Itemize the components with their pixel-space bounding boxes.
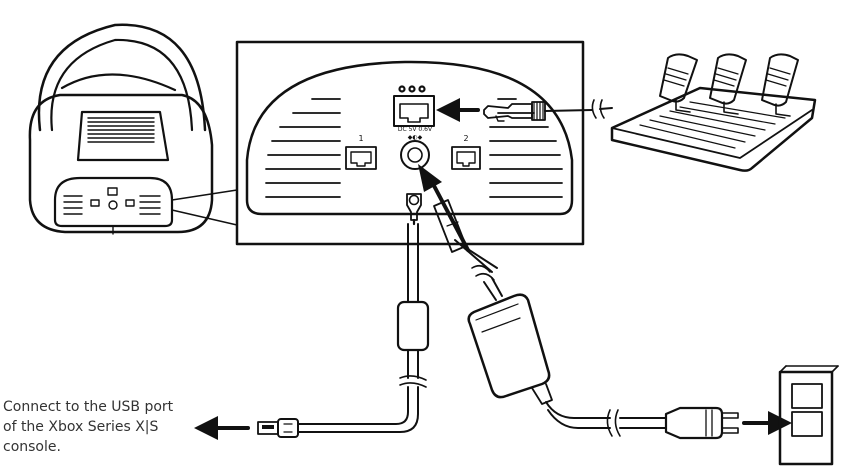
power-port-icon — [400, 140, 430, 170]
arrow-right-icon — [742, 411, 792, 435]
caption-line-2: of the Xbox Series X|S — [3, 419, 159, 435]
port-2-label: 2 — [463, 134, 468, 143]
pedal-set-icon — [610, 53, 817, 172]
ac-cable — [545, 401, 667, 437]
steering-wheel-icon — [28, 23, 238, 235]
dc-cable — [433, 199, 503, 301]
port-1-label: 1 — [358, 134, 363, 143]
power-port-label: DC 5V 0.6V — [398, 126, 433, 133]
usb-instruction-caption: Connect to the USB port of the Xbox Seri… — [3, 397, 203, 457]
svg-text:◆◐◆: ◆◐◆ — [408, 134, 423, 141]
caption-line-3: console. — [3, 439, 61, 455]
rear-panel-closeup: 1 2 DC 5V 0.6V ◆◐◆ — [235, 40, 585, 246]
arrow-left-icon — [436, 98, 480, 122]
power-adapter-icon — [467, 293, 553, 405]
pedal-cable — [483, 99, 613, 122]
wall-outlet-icon — [778, 365, 839, 466]
usb-plug-icon — [257, 418, 299, 438]
port-2-icon — [451, 146, 481, 170]
caption-line-1: Connect to the USB port — [3, 399, 174, 415]
port-1-icon — [345, 146, 377, 170]
wall-plug-icon — [664, 406, 739, 440]
arrow-diagonal-icon — [418, 164, 470, 252]
arrow-left-usb-icon — [194, 416, 250, 440]
usb-cable — [297, 193, 430, 433]
pedal-port-icon — [393, 85, 435, 127]
